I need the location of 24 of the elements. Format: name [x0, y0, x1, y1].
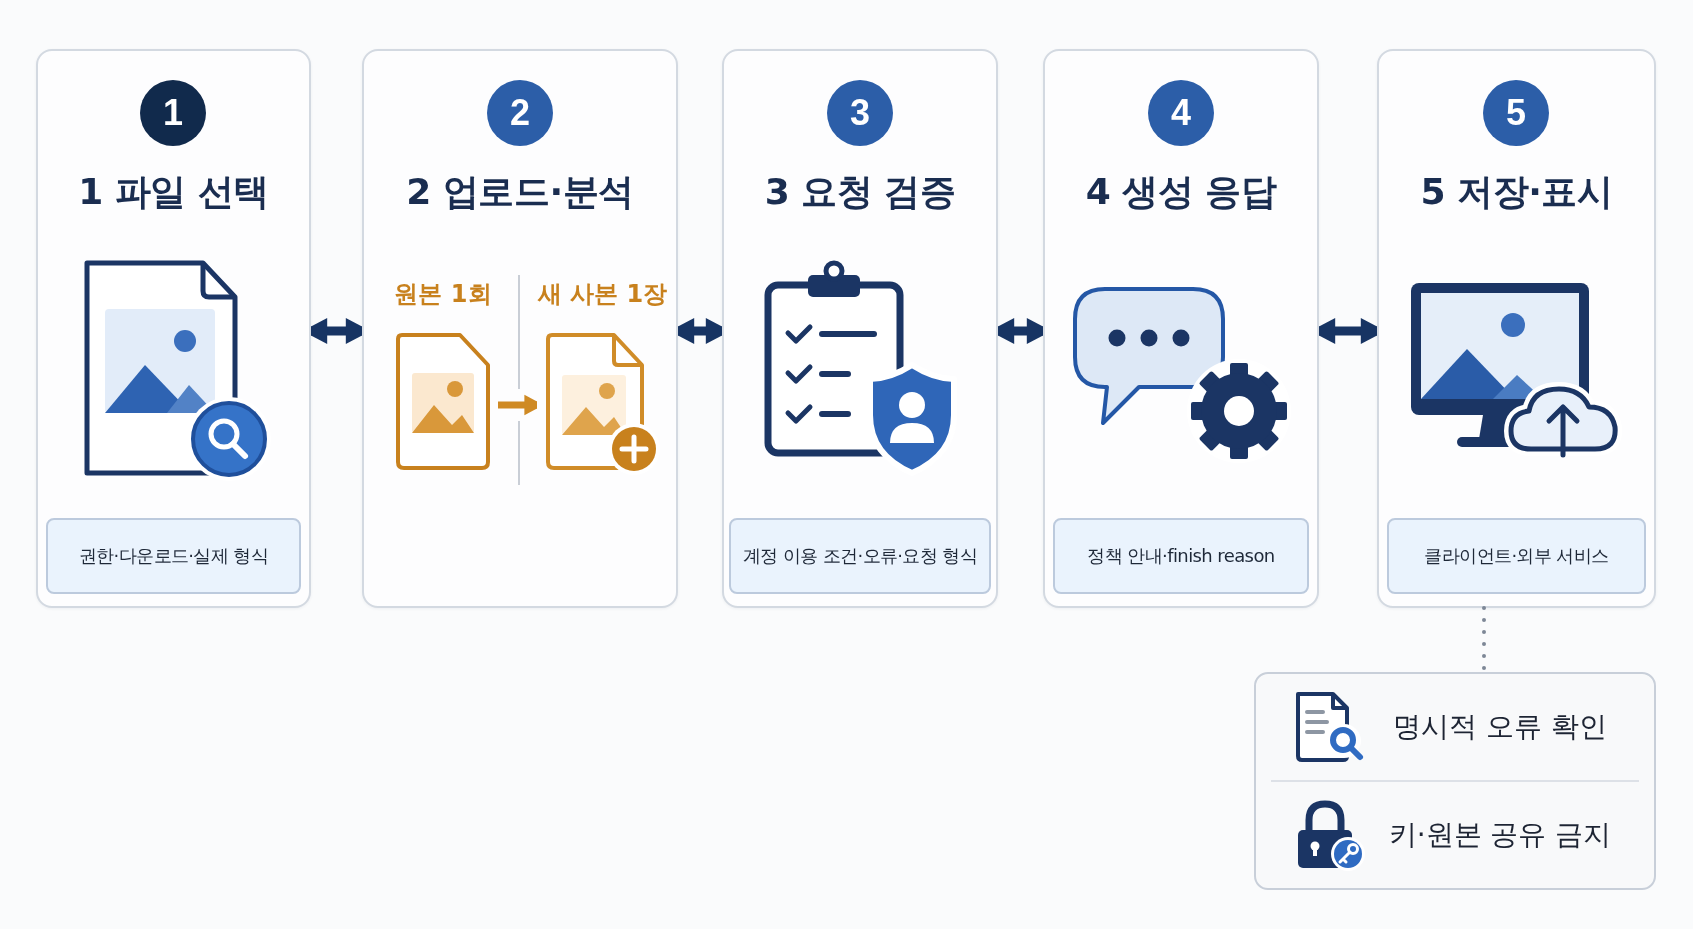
step-number: 3 [827, 80, 893, 146]
step-title: 3 요청 검증 [764, 170, 956, 214]
detail-tag: 권한·다운로드·실제 형식 [46, 518, 301, 594]
step-number: 1 [140, 80, 206, 146]
step-card [1043, 49, 1319, 608]
detail-tag: 계정 이용 조건·오류·요청 형식 [729, 518, 991, 594]
step-title: 1 파일 선택 [78, 170, 269, 214]
detail-tag: 클라이언트·외부 서비스 [1387, 518, 1646, 594]
notes-card [1254, 672, 1656, 890]
note-text: 명시적 오류 확인 [1393, 709, 1607, 745]
detail-tag: 정책 안내·finish reason [1053, 518, 1309, 594]
step-card [1377, 49, 1656, 608]
step-card [722, 49, 998, 608]
step-number: 2 [487, 80, 553, 146]
step-number: 5 [1483, 80, 1549, 146]
file-caption: 새 사본 1장 [537, 279, 668, 310]
note-text: 키·원본 공유 금지 [1388, 817, 1612, 853]
step-card [36, 49, 311, 608]
step-card [362, 49, 678, 608]
step-title: 4 생성 응답 [1085, 170, 1277, 214]
file-caption: 원본 1회 [394, 279, 492, 310]
step-number: 4 [1148, 80, 1214, 146]
step-title: 2 업로드·분석 [406, 170, 634, 214]
step-title: 5 저장·표시 [1420, 170, 1613, 214]
